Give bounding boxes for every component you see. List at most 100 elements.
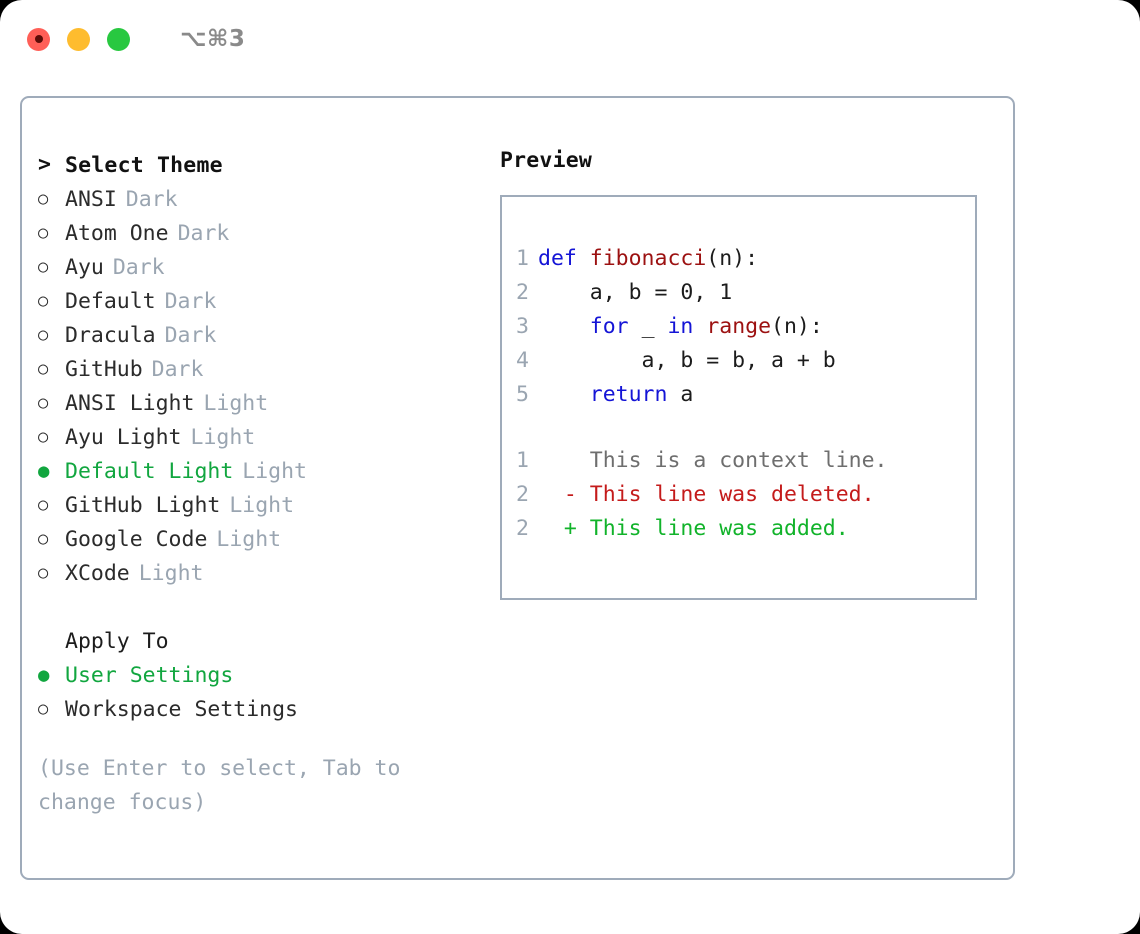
apply-to-option[interactable]: ○Workspace Settings [38, 692, 488, 726]
line-number: 1 [516, 447, 529, 473]
diff-text: - This line was deleted. [538, 481, 875, 507]
code-plain [538, 314, 590, 339]
radio-unselected-icon: ○ [38, 358, 49, 379]
keyboard-shortcut-label: ⌥⌘3 [180, 26, 246, 52]
theme-list-item[interactable]: ○ Google Code Light [38, 522, 488, 556]
theme-picker-title: Select Theme [65, 152, 223, 178]
theme-name-label: Google Code [65, 526, 208, 552]
theme-category-label: Dark [164, 322, 217, 348]
theme-category-label: Light [203, 390, 269, 416]
title-bar: ⌥⌘3 [0, 0, 1140, 78]
radio-unselected-icon: ○ [38, 698, 49, 719]
code-text: return a [538, 381, 694, 407]
theme-name-label: XCode [65, 560, 130, 586]
theme-picker-heading: > Select Theme [38, 148, 488, 182]
theme-category-label: Dark [177, 220, 230, 246]
theme-category-label: Light [242, 458, 308, 484]
prompt-caret-icon: > [38, 152, 51, 178]
keyboard-hint: (Use Enter to select, Tab to change focu… [38, 756, 401, 815]
theme-list-item[interactable]: ○ XCode Light [38, 556, 488, 590]
code-text: def fibonacci(n): [538, 246, 758, 271]
diff-sample: 1 This is a context line. 2 - This line w… [502, 443, 975, 545]
radio-unselected-icon: ○ [38, 392, 49, 413]
theme-list-item[interactable]: ○ Default Dark [38, 284, 488, 318]
window-controls [27, 27, 130, 51]
code-function-name: range [706, 313, 772, 339]
line-number: 2 [516, 481, 529, 507]
radio-unselected-icon: ○ [38, 426, 49, 447]
line-number: 4 [516, 347, 529, 373]
theme-category-label: Light [216, 526, 282, 552]
code-plain: (n): [706, 245, 759, 271]
code-function-name: fibonacci [589, 245, 707, 271]
code-keyword: def [538, 245, 590, 271]
code-line: 2 a, b = 0, 1 [502, 275, 975, 309]
theme-name-label: Ayu [65, 254, 104, 280]
close-button-icon[interactable] [27, 27, 50, 51]
code-diff-separator [502, 411, 975, 443]
line-number: 5 [516, 381, 529, 407]
code-keyword: for [589, 313, 629, 339]
code-keyword: in [667, 313, 694, 339]
theme-list-item[interactable]: ○ Atom One Dark [38, 216, 488, 250]
line-number: 1 [516, 245, 529, 271]
radio-unselected-icon: ○ [38, 290, 49, 311]
radio-unselected-icon: ○ [38, 562, 49, 583]
theme-list-item[interactable]: ○ ANSI Light Light [38, 386, 488, 420]
theme-category-label: Dark [151, 356, 204, 382]
radio-unselected-icon: ○ [38, 188, 49, 209]
apply-to-label: User Settings [65, 662, 234, 688]
line-number: 3 [516, 313, 529, 339]
theme-list-item[interactable]: ○ Ayu Light Light [38, 420, 488, 454]
theme-name-label: Atom One [65, 220, 169, 246]
code-keyword: return [589, 381, 668, 407]
code-line: 3 for _ in range(n): [502, 309, 975, 343]
theme-name-label: Default [65, 288, 156, 314]
code-plain: (n): [771, 313, 823, 339]
theme-category-label: Dark [112, 254, 165, 280]
line-number: 2 [516, 279, 529, 305]
theme-list-item[interactable]: ○ GitHub Dark [38, 352, 488, 386]
radio-unselected-icon: ○ [38, 324, 49, 345]
theme-category-label: Dark [164, 288, 217, 314]
theme-name-label: ANSI Light [65, 390, 195, 416]
theme-category-label: Light [138, 560, 204, 586]
theme-name-label: Default Light [65, 458, 234, 484]
maximize-button-icon[interactable] [107, 27, 130, 51]
list-spacer [38, 590, 488, 624]
radio-selected-icon: ● [38, 663, 50, 686]
code-text: for _ in range(n): [538, 314, 823, 339]
code-plain [693, 314, 706, 339]
apply-to-list: ● User Settings ○Workspace Settings [38, 658, 488, 726]
apply-to-title: Apply To [65, 628, 169, 654]
code-plain [538, 382, 590, 407]
radio-unselected-icon: ○ [38, 528, 49, 549]
code-text: a, b = b, a + b [538, 348, 836, 373]
apply-to-option[interactable]: ● User Settings [38, 658, 488, 692]
radio-unselected-icon: ○ [38, 222, 49, 243]
preview-title: Preview [500, 148, 593, 173]
code-plain: a, b = b, a + b [538, 347, 836, 373]
theme-list-item[interactable]: ○ Dracula Dark [38, 318, 488, 352]
theme-name-label: GitHub Light [65, 492, 221, 518]
theme-name-label: Ayu Light [65, 424, 182, 450]
theme-name-label: GitHub [65, 356, 143, 382]
code-plain: a, b = 0, 1 [538, 279, 733, 305]
theme-category-label: Light [190, 424, 256, 450]
code-plain: _ [628, 313, 668, 339]
theme-category-label: Dark [125, 186, 178, 212]
theme-category-label: Light [229, 492, 295, 518]
diff-line: 2 + This line was added. [502, 511, 975, 545]
line-number: 2 [516, 515, 529, 541]
minimize-button-icon[interactable] [67, 27, 90, 51]
diff-text: This is a context line. [538, 447, 888, 473]
theme-name-label: Dracula [65, 322, 156, 348]
